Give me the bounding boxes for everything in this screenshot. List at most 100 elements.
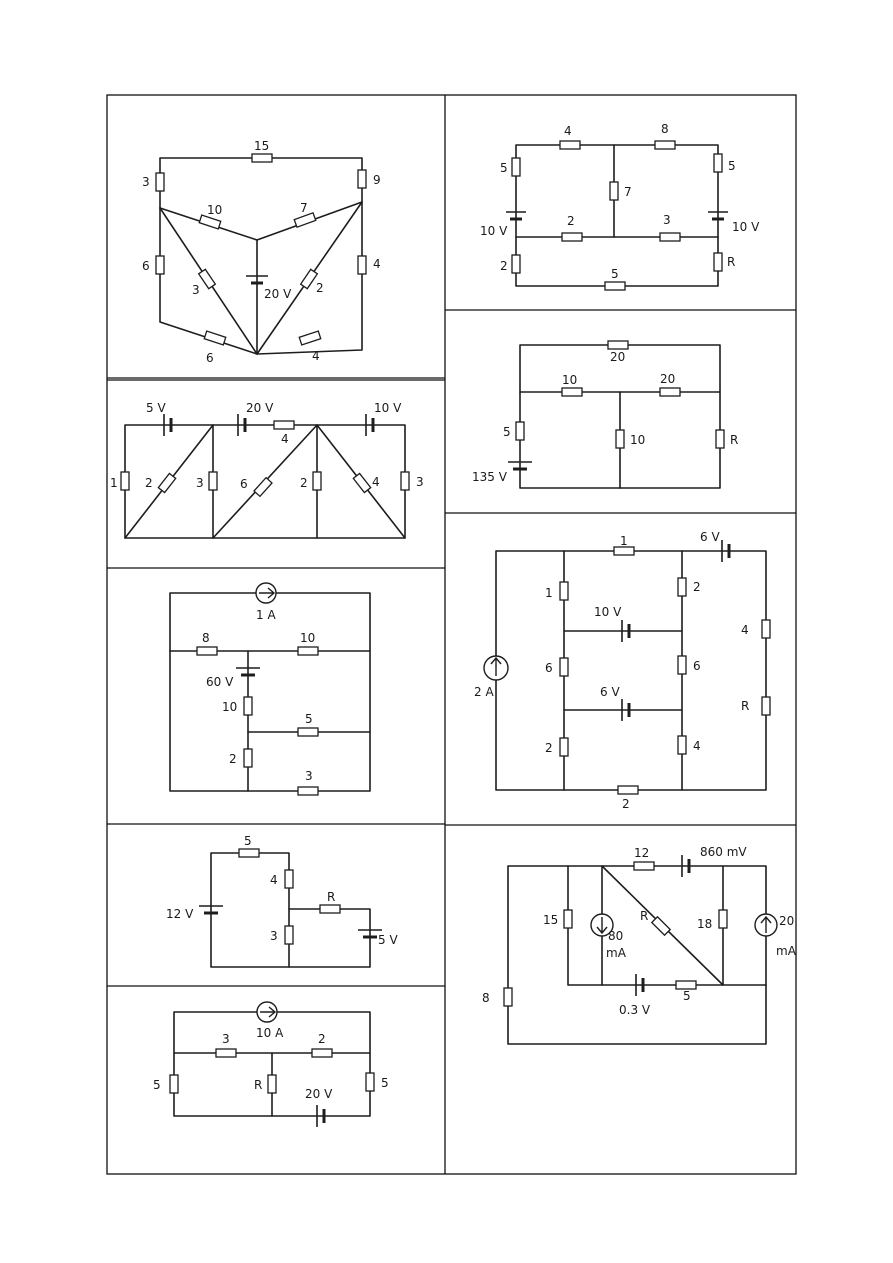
- label-c6-left: 8: [202, 631, 210, 645]
- label-c1-right-mid: 4: [373, 257, 381, 271]
- resistor-c7-b: [284, 925, 294, 945]
- label-c8-current-right: 20: [779, 914, 794, 928]
- label-c6-source: 60 V: [206, 675, 234, 689]
- label-c9-middle: R: [254, 1078, 262, 1092]
- circuit-9: 10 A 3 2 5 R 5 20 V: [153, 1001, 389, 1127]
- label-c9-right: 5: [381, 1076, 389, 1090]
- label-c7-source-right: 5 V: [378, 933, 398, 947]
- label-c8-diag: R: [640, 909, 648, 923]
- resistor-c4-mid-2: [312, 471, 322, 491]
- label-c1-inner-left: 10: [207, 203, 222, 217]
- label-c9-top-right: 2: [318, 1032, 326, 1046]
- resistor-c6-vertical: [243, 696, 253, 716]
- label-c7-b: 3: [270, 929, 278, 943]
- circuit-3: 20 10 20 5 10 R 135 V: [472, 340, 738, 489]
- resistor-c2-mid-right: [659, 232, 681, 242]
- label-c2-source-left: 10 V: [480, 224, 508, 238]
- label-c2-left-bottom: 2: [500, 259, 508, 273]
- label-c8-far-left: 8: [482, 991, 490, 1005]
- resistor-c1-right-top: [357, 169, 367, 189]
- label-c2-right-bottom: R: [727, 255, 735, 269]
- resistor-c1-left-mid: [155, 255, 165, 275]
- label-c5-right-top: 4: [741, 623, 749, 637]
- resistor-c4-diag-1: [157, 472, 177, 494]
- resistor-c9-left: [169, 1074, 179, 1094]
- resistor-c2-center: [609, 181, 619, 201]
- resistor-c3-mid-left: [561, 387, 583, 397]
- resistor-c3-mid-right: [659, 387, 681, 397]
- resistor-c1-top: [251, 153, 273, 163]
- label-c3-mid-left: 10: [562, 373, 577, 387]
- label-c1-bottom-right: 4: [312, 349, 320, 363]
- circuit-6: 1 A 8 10 60 V 10 5 2 3: [169, 582, 371, 796]
- resistor-c8-left: [563, 909, 573, 929]
- label-c9-left: 5: [153, 1078, 161, 1092]
- resistor-c5-upper-right: [677, 577, 687, 597]
- resistor-c8-top: [633, 861, 655, 871]
- label-c4-right: 3: [416, 475, 424, 489]
- label-c5-lower-left: 2: [545, 741, 553, 755]
- resistor-c8-diag: [650, 915, 672, 937]
- resistor-c2-top-left: [559, 140, 581, 150]
- label-c5-current-source: 2 A: [474, 685, 494, 699]
- resistor-c1-left-top: [155, 172, 165, 192]
- circuit-8: 12 860 mV 15 80 mA R 18 20 mA 8 0.3 V 5: [482, 845, 797, 1045]
- resistor-c6-right: [297, 646, 319, 656]
- label-c7-a: 4: [270, 873, 278, 887]
- label-c4-left: 1: [110, 476, 118, 490]
- label-c5-lower-right: 4: [693, 739, 701, 753]
- resistor-c5-top: [613, 546, 635, 556]
- arrow-up-icon: [760, 915, 772, 933]
- label-c5-top: 1: [620, 534, 628, 548]
- label-c3-right: R: [730, 433, 738, 447]
- label-c1-diag-left: 3: [192, 283, 200, 297]
- resistor-c5-mid-right: [677, 655, 687, 675]
- label-c5-mid-source: 10 V: [594, 605, 622, 619]
- label-c3-source: 135 V: [472, 470, 508, 484]
- resistor-c5-mid-left: [559, 657, 569, 677]
- resistor-c2-left: [511, 157, 521, 177]
- label-c6-current-source: 1 A: [256, 608, 276, 622]
- circuit-7: 5 12 V 4 3 R 5 V: [166, 834, 398, 968]
- label-c4-diag-3: 4: [372, 475, 380, 489]
- resistor-c8-right: [718, 909, 728, 929]
- resistor-c9-top-left: [215, 1048, 237, 1058]
- label-c5-right-bottom: R: [741, 699, 749, 713]
- label-c3-left: 5: [503, 425, 511, 439]
- label-c6-bottom: 3: [305, 769, 313, 783]
- label-c4-diag-1: 2: [145, 476, 153, 490]
- resistor-c1-inner-left: [198, 214, 222, 230]
- label-c6-middle: 5: [305, 712, 313, 726]
- label-c8-current-right-unit: mA: [776, 944, 797, 958]
- resistor-c9-top-right: [311, 1048, 333, 1058]
- label-c1-left-top: 3: [142, 175, 150, 189]
- label-c8-right: 18: [697, 917, 712, 931]
- label-c4-top: 4: [281, 432, 289, 446]
- label-c7-top: 5: [244, 834, 252, 848]
- resistor-c2-right: [713, 153, 723, 173]
- label-c4-mid-2: 2: [300, 476, 308, 490]
- circuit-2: 4 8 5 5 7 10 V 10 V 2 3 2 R 5: [480, 122, 760, 291]
- resistor-c6-left: [196, 646, 218, 656]
- label-c2-center: 7: [624, 185, 632, 199]
- arrow-right-icon: [260, 1006, 277, 1018]
- label-c5-upper-right: 2: [693, 580, 701, 594]
- resistor-c8-bottom: [675, 980, 697, 990]
- resistor-c5-upper-left: [559, 581, 569, 601]
- resistor-c9-right: [365, 1072, 375, 1092]
- label-c9-top-left: 3: [222, 1032, 230, 1046]
- label-c8-bottom: 5: [683, 989, 691, 1003]
- label-c8-top: 12: [634, 846, 649, 860]
- resistor-c3-right: [715, 429, 725, 449]
- resistor-c7-a: [284, 869, 294, 889]
- label-c8-left: 15: [543, 913, 558, 927]
- label-c5-mid-right: 6: [693, 659, 701, 673]
- resistor-c1-bottom-right: [298, 330, 322, 346]
- label-c5-top-source: 6 V: [700, 530, 720, 544]
- label-c7-r: R: [327, 890, 335, 904]
- label-c5-upper-left: 1: [545, 586, 553, 600]
- label-c2-bottom: 5: [611, 267, 619, 281]
- arrow-up-icon: [490, 656, 502, 676]
- resistor-c2-right-bottom: [713, 252, 723, 272]
